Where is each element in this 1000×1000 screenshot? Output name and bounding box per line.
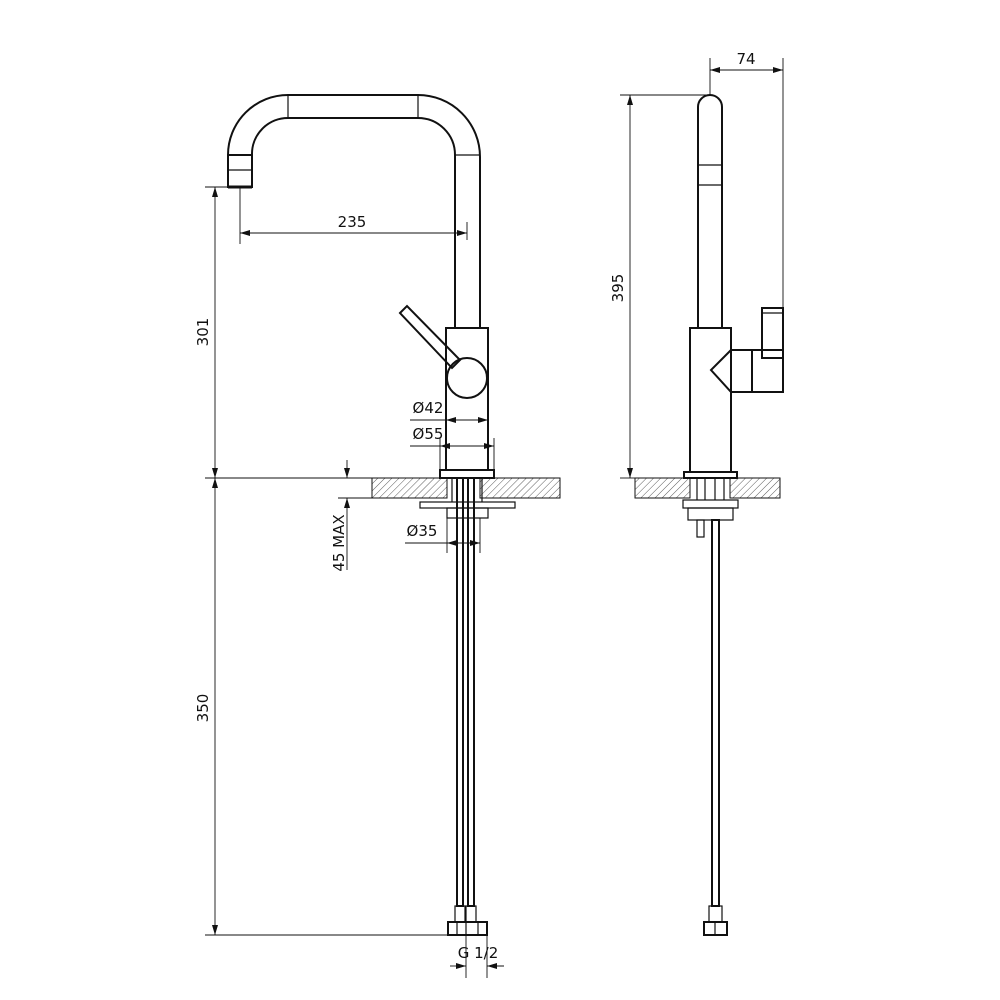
supply-hoses <box>447 477 488 936</box>
front-view: 235 301 350 45 MAX Ø42 <box>194 94 561 978</box>
spout <box>227 94 481 328</box>
dimension-below-counter: 350 <box>194 478 450 936</box>
countertop-side <box>634 477 781 500</box>
dimension-label: 301 <box>194 318 212 347</box>
lever-handle <box>398 304 488 399</box>
body <box>439 327 495 479</box>
dimension-label: Ø55 <box>413 425 444 443</box>
countertop <box>371 477 561 499</box>
dimension-counter-thickness: 45 MAX <box>330 460 372 572</box>
side-view: 395 74 <box>609 50 784 936</box>
dimension-depth: 74 <box>709 50 784 308</box>
dimension-label: G 1/2 <box>458 944 499 962</box>
dimension-label: Ø35 <box>407 522 438 540</box>
body-side <box>683 327 738 479</box>
dimension-label: 350 <box>194 694 212 723</box>
dimension-base-dia: Ø55 <box>410 425 495 470</box>
mounting-kit-side <box>682 499 739 538</box>
dimension-label: Ø42 <box>413 399 444 417</box>
dimension-thread: G 1/2 <box>450 935 504 978</box>
supply-hose-side <box>703 519 728 936</box>
dimension-label: 45 MAX <box>330 514 348 571</box>
dimension-spout-height: 301 <box>194 186 560 479</box>
dimension-lever-dia: Ø42 <box>410 399 488 423</box>
dimension-spout-reach: 235 <box>239 187 468 244</box>
dimension-hole-dia: Ø35 <box>405 518 481 553</box>
dimension-label: 74 <box>736 50 755 68</box>
dimension-total-height: 395 <box>609 94 710 479</box>
dimension-label: 395 <box>609 274 627 303</box>
lever-side <box>709 307 784 393</box>
spout-side <box>697 94 723 328</box>
dimension-label: 235 <box>338 213 367 231</box>
